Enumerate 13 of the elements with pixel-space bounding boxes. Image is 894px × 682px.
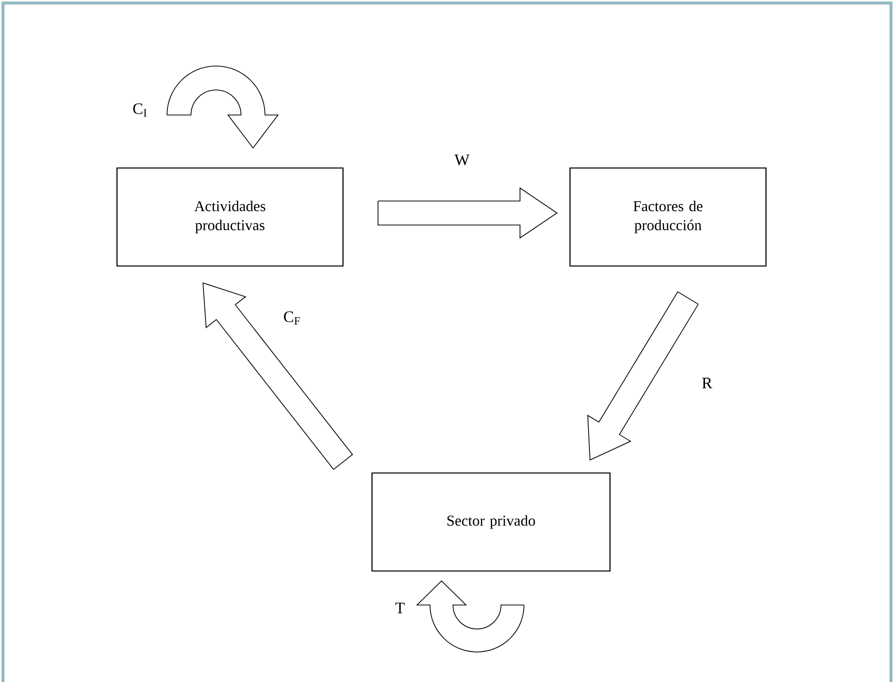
- block-arrow: [378, 187, 558, 239]
- block-arrow: [587, 291, 699, 461]
- block-arrow: [166, 66, 278, 148]
- block-arrow: [416, 580, 524, 652]
- process-box: Factores de producción: [569, 167, 767, 267]
- process-box: Actividades productivas: [116, 167, 344, 267]
- block-arrow: [202, 282, 354, 470]
- edge-label: R: [702, 378, 712, 388]
- edge-label: T: [395, 602, 405, 614]
- edge-label: C$_{I}$: [133, 103, 147, 117]
- edge-label: C$_{F}$: [284, 311, 300, 325]
- edge-label: W: [454, 154, 470, 166]
- process-box: Sector privado: [371, 472, 611, 572]
